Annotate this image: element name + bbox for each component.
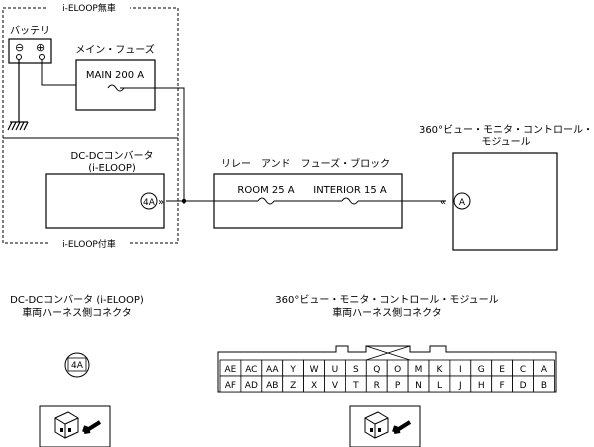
connector-pin-label: Y (289, 365, 296, 375)
connector-pin-label: W (310, 365, 319, 375)
conn-right-title-line1: 360°ビュー・モニタ・コントロール・モジュール (275, 294, 498, 306)
monitor-title-line2: モジュール (481, 137, 530, 148)
monitor-title-line1: 360°ビュー・モニタ・コントロール・ (419, 124, 593, 136)
fuse-interior-label: INTERIOR 15 A (313, 185, 387, 196)
connector-pin-label: G (478, 365, 485, 375)
connector-pin-label: AF (225, 381, 236, 391)
connector-pin-label: Z (290, 381, 296, 391)
with-ieloop-label: i-ELOOP付車 (62, 238, 116, 250)
connector-pin-label: X (311, 381, 317, 391)
connector-pin-label: K (436, 365, 443, 375)
connector-pin-label: C (520, 365, 526, 375)
battery-label: バッテリ (10, 25, 50, 37)
connector-view-icon-left (39, 405, 111, 447)
connector-pin-label: P (395, 381, 401, 391)
conn-left-title-line2: 車両ハーネス側コネクタ (22, 306, 132, 319)
connector-pin-label: N (415, 381, 422, 391)
monitor-pin-label: A (459, 198, 466, 208)
conn-right-grid: AE AC AA Y W U S Q O M K I G E C A AF AD AB Z X V T R P N L J H F D B (219, 359, 555, 393)
battery-minus-icon: ⊖ (15, 41, 24, 54)
main-fuse-icon (107, 84, 125, 92)
battery-minus-terminal (16, 54, 22, 60)
wire-junction (181, 198, 187, 204)
connector-pin-label: J (458, 381, 462, 391)
fuse-interior-icon (341, 197, 359, 205)
dcdc-title-line1: DC-DCコンバータ (71, 150, 154, 162)
connector-pin-label: O (394, 365, 401, 375)
fuse-room-icon (257, 197, 275, 205)
connector-pin-cell (533, 375, 555, 393)
conn-left-title-line1: DC-DCコンバータ (i-ELOOP) (10, 294, 144, 306)
conn-left-pin-box (67, 357, 87, 372)
dcdc-pin-label: 4A (143, 198, 156, 208)
main-fuse-title: メイン・フューズ (75, 43, 155, 56)
connector-pin-label: AD (245, 381, 258, 391)
dcdc-pin-circle (140, 192, 158, 210)
connector-pin-label: I (459, 365, 462, 375)
connector-view-icon-right (349, 405, 421, 447)
connector-pin-label: T (352, 381, 359, 391)
conn-right-title-line2: 車両ハーネス側コネクタ (332, 306, 442, 319)
connector-pin-label: L (437, 381, 442, 391)
wire-fuse-out (120, 87, 185, 204)
connector-pin-label: A (541, 365, 548, 375)
connector-pin-label: H (478, 381, 485, 391)
connector-pin-label: M (415, 365, 423, 375)
relay-block-title: リレー アンド フューズ・ブロック (221, 157, 390, 170)
connector-pin-label: D (520, 381, 527, 391)
main-fuse-value: MAIN 200 A (86, 70, 144, 81)
battery-plus-terminal (39, 54, 45, 60)
connector-pin-label: AB (266, 381, 278, 391)
no-ieloop-label: i-ELOOP無車 (62, 2, 116, 14)
conn-left-pin-label: 4A (71, 361, 84, 371)
monitor-connector-arrow-icon: « (440, 197, 446, 208)
main-fuse-box (75, 59, 156, 111)
connector-pin-label: V (332, 381, 339, 391)
connector-pin-label: AA (266, 365, 279, 375)
fuse-room-label: ROOM 25 A (237, 185, 294, 196)
dcdc-title-line2: (i-ELOOP) (88, 163, 136, 174)
connector-pin-label: Q (373, 365, 380, 375)
monitor-pin-circle (453, 192, 471, 210)
connector-pin-label: AE (225, 365, 237, 375)
connector-pin-label: B (541, 381, 547, 391)
connector-pin-label: S (353, 365, 359, 375)
ground-icon (7, 60, 29, 131)
connector-pin-label: AC (245, 365, 257, 375)
connector-pin-label: E (499, 365, 505, 375)
connector-pin-label: U (332, 365, 339, 375)
battery-plus-icon: ⊕ (36, 41, 45, 54)
dcdc-connector-arrow-icon: » (158, 197, 164, 208)
connector-pin-label: F (500, 381, 505, 391)
connector-pin-label: R (374, 381, 380, 391)
